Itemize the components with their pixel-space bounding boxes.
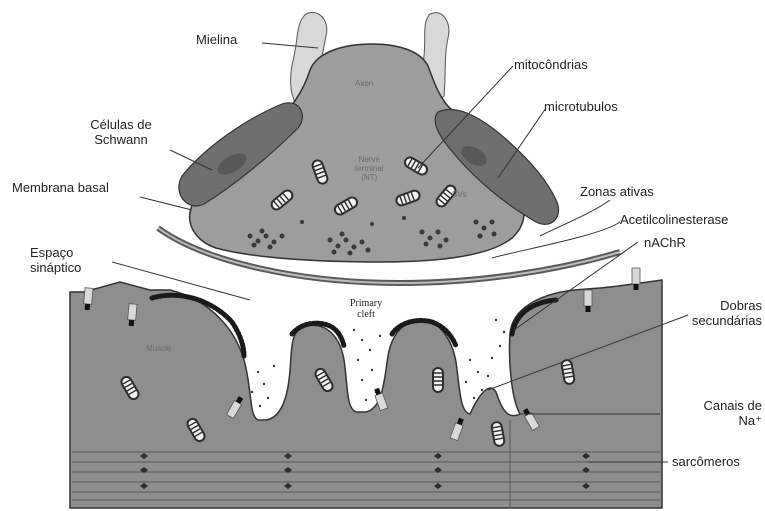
faint-label-muscle: Muscle (146, 344, 171, 353)
faint-label-axon: Axon (355, 79, 373, 88)
label-microtubulos: microtubulos (544, 99, 618, 114)
label-celulas-schwann: Células de Schwann (74, 117, 168, 147)
label-membrana-basal: Membrana basal (12, 180, 109, 195)
label-mielina: Mielina (196, 32, 237, 47)
label-mitocondrias: mitocôndrias (514, 57, 588, 72)
label-espaco-sinaptico: Espaço sináptico (30, 245, 81, 275)
faint-label-vesicle: SVs (452, 190, 467, 199)
faint-label-nerve-terminal: Nerve terminal (NT) (355, 155, 383, 182)
label-primary-cleft: Primary cleft (344, 298, 388, 320)
label-canais-na: Canais de Na⁺ (662, 398, 762, 428)
label-nachr: nAChR (644, 235, 686, 250)
label-acetilcolinesterase: Acetilcolinesterase (620, 212, 728, 227)
label-dobras-secundarias: Dobras secundárias (662, 298, 762, 328)
label-zonas-ativas: Zonas ativas (580, 184, 654, 199)
label-sarcomeros: sarcômeros (672, 454, 740, 469)
